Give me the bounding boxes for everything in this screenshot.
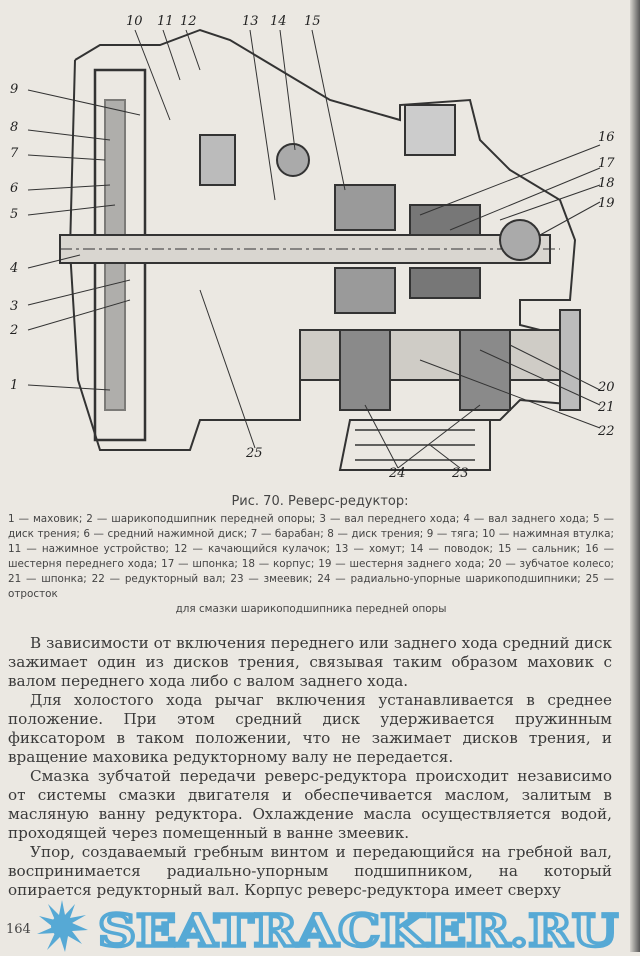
- page-edge-shadow: [630, 0, 640, 952]
- figure-legend-last-line: для смазки шарикоподшипника передней опо…: [175, 603, 447, 615]
- figure-legend-text: 1 — маховик; 2 — шарикоподшипник передне…: [8, 513, 614, 600]
- gearbox-drawing: [27, 28, 601, 471]
- watermark-text: SEATRACKER.RU: [98, 906, 618, 952]
- callout-14: 14: [270, 14, 287, 29]
- page-number: 164: [6, 922, 31, 937]
- watermark-sunburst-icon: SEATRACKER.RU: [37, 900, 620, 956]
- callout-17: 17: [598, 156, 615, 171]
- callout-6: 6: [10, 181, 19, 196]
- callout-8: 8: [10, 120, 19, 135]
- callout-10: 10: [126, 14, 143, 29]
- paragraph: Смазка зубчатой передачи реверс-редуктор…: [8, 767, 612, 842]
- watermark-logo: SEATRACKER.RU: [36, 900, 630, 956]
- paragraph: Упор, создаваемый гребным винтом и перед…: [8, 843, 612, 899]
- callout-13: 13: [242, 14, 259, 29]
- callout-18: 18: [598, 176, 615, 191]
- callout-16: 16: [598, 130, 615, 145]
- callout-4: 4: [10, 261, 19, 276]
- callout-23: 23: [452, 466, 469, 481]
- callout-1: 1: [10, 378, 19, 393]
- figure-caption-title: Рис. 70. Реверс-редуктор:: [231, 494, 409, 509]
- callout-21: 21: [598, 400, 615, 415]
- callout-15: 15: [304, 14, 321, 29]
- callout-5: 5: [10, 207, 19, 222]
- reverse-gearbox-figure: 10 11 12 13 14 15 9 8 7 6 5 4 3 2 1 16 1…: [10, 14, 615, 481]
- figure-legend: 1 — маховик; 2 — шарикоподшипник передне…: [8, 512, 614, 617]
- callout-19: 19: [598, 196, 615, 211]
- callout-9: 9: [10, 82, 19, 97]
- callout-22: 22: [598, 424, 615, 439]
- callout-2: 2: [10, 323, 19, 338]
- callout-25: 25: [246, 446, 263, 461]
- paragraph: В зависимости от включения переднего или…: [8, 634, 612, 690]
- callout-3: 3: [10, 299, 19, 314]
- callout-12: 12: [180, 14, 197, 29]
- callout-20: 20: [598, 380, 615, 395]
- callout-11: 11: [157, 14, 174, 29]
- paragraph: Для холостого хода рычаг включения устан…: [8, 691, 612, 766]
- callout-24: 24: [389, 466, 406, 481]
- callout-7: 7: [10, 146, 19, 161]
- body-text: В зависимости от включения переднего или…: [8, 634, 612, 900]
